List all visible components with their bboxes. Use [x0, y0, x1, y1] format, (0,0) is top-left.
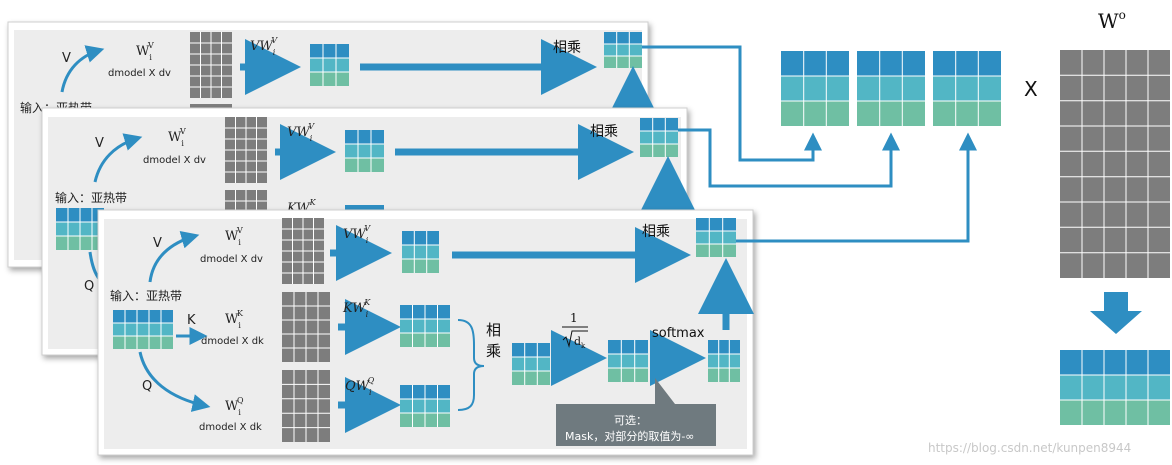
v-curve-arrow — [93, 133, 143, 183]
wv-label: WiV — [225, 226, 243, 247]
connector-3 — [736, 132, 977, 243]
vw-label: VWiV — [250, 36, 278, 57]
wv-label: WiV — [168, 127, 186, 148]
vw-matrix — [310, 44, 349, 86]
vw-label: VWiV — [343, 224, 371, 245]
wv-label: WiV — [136, 41, 154, 62]
mask-note: 可选： Mask，对部分的取值为-∞ — [556, 378, 716, 446]
wv-matrix — [225, 117, 267, 212]
wo-label: Wo — [1098, 8, 1126, 33]
kw-matrix — [400, 305, 450, 347]
input-label: 输入：亚热带 — [55, 190, 127, 205]
connector-1 — [642, 45, 822, 162]
v-curve-arrow — [60, 45, 105, 93]
v-letter: V — [62, 51, 71, 66]
q-curve-arrow — [138, 351, 211, 412]
head-output-matrix — [696, 218, 736, 257]
head-panel-3: V 输入：亚热带 K Q WiV dmodel X dv WiK dmodel … — [97, 209, 754, 456]
wo-matrix — [1060, 50, 1170, 278]
qw-matrix — [400, 385, 450, 427]
mult-bottom: 乘 — [486, 342, 501, 360]
connectors — [642, 45, 977, 243]
input-matrix — [56, 208, 104, 250]
v-letter: V — [95, 136, 104, 151]
wq-label: WiQ — [225, 396, 244, 417]
concat-matrix-1 — [781, 51, 849, 126]
scale-num: 1 — [570, 311, 578, 325]
mult-label: 相乘 — [590, 124, 618, 140]
watermark: https://blog.csdn.net/kunpen8944 — [928, 441, 1131, 455]
softmax-matrix — [708, 340, 740, 382]
wv-dim: dmodel X dv — [143, 155, 206, 166]
wv-matrix — [282, 218, 324, 284]
input-matrix — [113, 310, 173, 349]
times-symbol: X — [1024, 77, 1038, 101]
head-output-matrix — [604, 32, 642, 68]
wv-dim: dmodel X dv — [200, 254, 263, 265]
note-line2: Mask，对部分的取值为-∞ — [565, 429, 694, 443]
concat-matrix-3 — [933, 51, 1001, 126]
wq-dim: dmodel X dk — [199, 422, 262, 433]
vw-label: VWiV — [287, 122, 315, 143]
q-letter: Q — [84, 279, 94, 294]
k-letter: K — [187, 313, 196, 328]
wk-dim: dmodel X dk — [201, 336, 264, 347]
scaled-matrix — [608, 340, 648, 382]
wv-matrix — [190, 32, 232, 110]
final-output-matrix — [1060, 350, 1170, 425]
vw-matrix — [345, 130, 384, 213]
down-arrow — [1090, 292, 1142, 334]
sqrt-sign — [562, 330, 588, 348]
concat-matrix-2 — [857, 51, 925, 126]
head-output-matrix — [640, 118, 678, 157]
mult-top: 相 — [486, 321, 501, 339]
softmax-label: softmax — [652, 326, 705, 341]
connector-2 — [678, 128, 900, 188]
q-letter: Q — [142, 379, 152, 394]
input-label: 输入：亚热带 — [110, 288, 182, 303]
v-letter: V — [153, 236, 162, 251]
wq-matrix — [282, 370, 330, 442]
note-line1: 可选： — [614, 414, 647, 427]
kw-label: KWiK — [342, 298, 371, 319]
scale-den: dk — [574, 335, 586, 350]
v-curve-arrow — [148, 230, 200, 283]
mult-label: 相乘 — [553, 40, 581, 56]
wv-dim: dmodel X dv — [108, 68, 171, 79]
qw-label: QWiQ — [345, 376, 375, 397]
wk-matrix — [282, 292, 330, 362]
wk-label: WiK — [225, 309, 244, 330]
score-matrix — [512, 343, 550, 385]
brace — [457, 319, 485, 411]
mult-label: 相乘 — [642, 224, 670, 240]
vw-matrix — [402, 231, 439, 273]
